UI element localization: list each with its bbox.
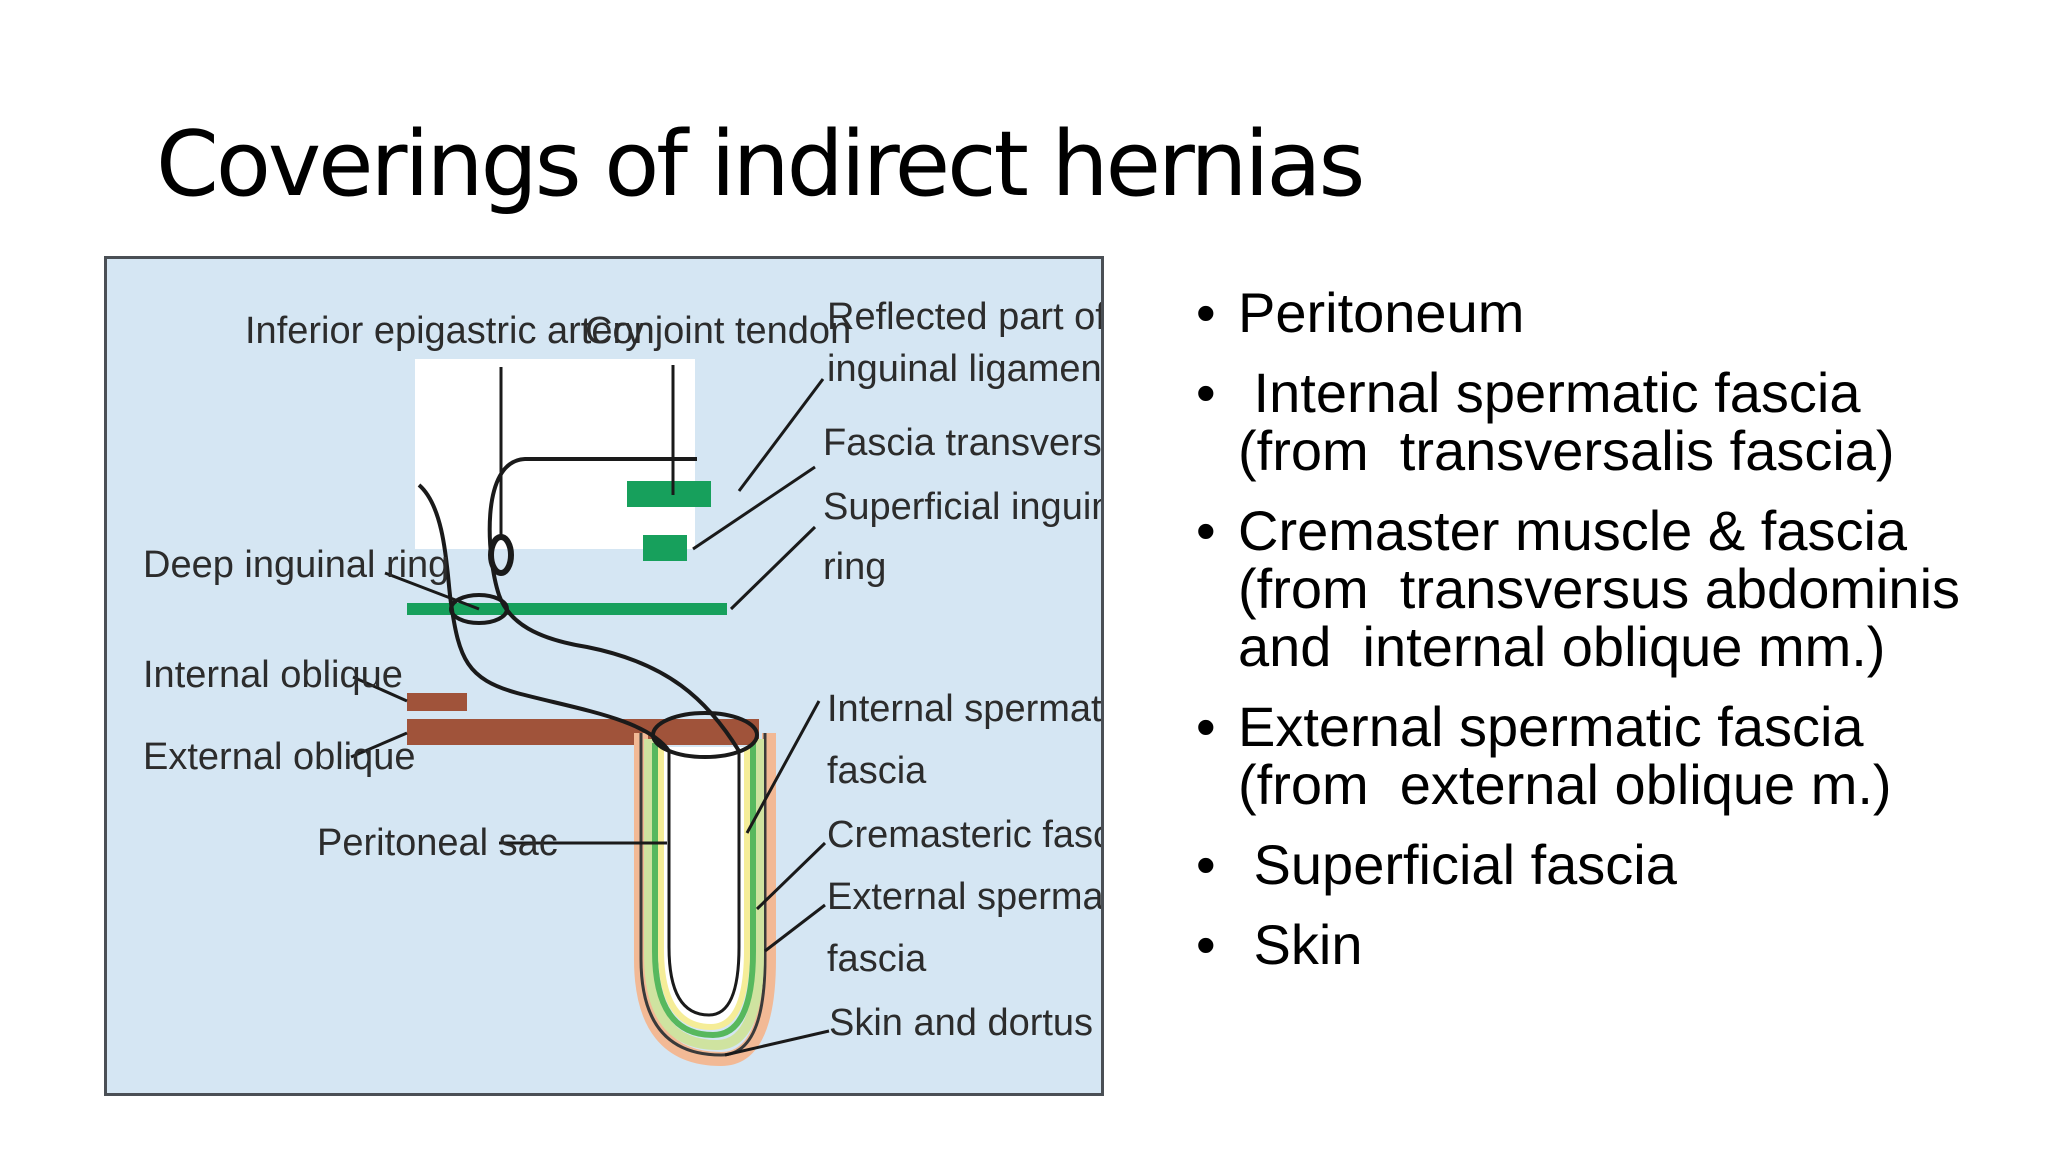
slide-title: Coverings of indirect hernias: [156, 112, 1365, 217]
list-item: • Superficial fascia: [1196, 836, 2016, 894]
list-item-text: External spermatic fascia: [1238, 695, 1864, 758]
list-item-text: Internal spermatic fascia: [1238, 361, 1861, 424]
label-reflected-part-line2: inguinal ligament: [827, 348, 1101, 390]
list-item: • External spermatic fascia (from extern…: [1196, 698, 2016, 814]
label-cremasteric-fascia: Cremasteric fascia: [827, 814, 1101, 856]
label-external-spermatic-line2: fascia: [827, 938, 927, 980]
coverings-list: • Peritoneum • Internal spermatic fascia…: [1196, 284, 2016, 996]
label-reflected-part-line1: Reflected part of: [827, 296, 1101, 338]
diagram-canvas: Inferior epigastric artery Conjoint tend…: [143, 296, 1101, 1067]
label-deep-inguinal-ring: Deep inguinal ring: [143, 544, 449, 586]
label-conjoint-tendon: Conjoint tendon: [585, 310, 851, 352]
cremasteric-layer: [652, 743, 756, 1039]
label-superficial-ring-line1: Superficial inguinal: [823, 486, 1101, 528]
internal-oblique-layer: [407, 693, 467, 711]
bullet-marker: •: [1196, 499, 1216, 562]
external-oblique-layer: [407, 719, 759, 745]
superficial-inguinal-ring: [651, 711, 759, 759]
label-internal-spermatic-line2: fascia: [827, 750, 927, 792]
bullet-marker: •: [1196, 281, 1216, 344]
peritoneal-sac-outline: [667, 751, 741, 1017]
abdominal-cavity-region: [415, 359, 695, 549]
list-item-origin: (from external oblique m.): [1238, 753, 1892, 816]
sac-inner-line: [487, 457, 741, 753]
skin-outline: [639, 733, 767, 1057]
bullet-marker: •: [1196, 833, 1216, 896]
list-item-text: Peritoneum: [1238, 281, 1525, 344]
conjoint-tendon-layer: [627, 481, 711, 507]
bullet-marker: •: [1196, 361, 1216, 424]
label-internal-oblique: Internal oblique: [143, 654, 403, 696]
deep-inguinal-ring: [449, 593, 509, 625]
label-internal-spermatic-line1: Internal spermatic: [827, 688, 1101, 730]
reflected-ligament-layer: [643, 535, 687, 561]
label-fascia-transversalis: Fascia transversalis: [823, 422, 1101, 464]
list-item: • Skin: [1196, 916, 2016, 974]
label-skin-and-dartos: Skin and dortus: [829, 1002, 1093, 1044]
sac-outer-line: [417, 483, 671, 753]
bullet-marker: •: [1196, 913, 1216, 976]
label-peritoneal-sac: Peritoneal sac: [317, 822, 558, 864]
bullet-marker: •: [1196, 695, 1216, 758]
list-item-origin-cont: and internal oblique mm.): [1238, 615, 1886, 678]
fascia-transversalis-layer: [407, 603, 727, 615]
list-item-origin: (from transversalis fascia): [1238, 419, 1895, 482]
leader-lines: [350, 365, 830, 1057]
label-external-oblique: External oblique: [143, 736, 416, 778]
hernia-coverings-diagram: Inferior epigastric artery Conjoint tend…: [104, 256, 1104, 1096]
list-item-origin: (from transversus abdominis: [1238, 557, 1961, 620]
list-item-text: Superficial fascia: [1238, 833, 1677, 896]
list-item-text: Cremaster muscle & fascia: [1238, 499, 1908, 562]
label-inferior-epigastric-artery: Inferior epigastric artery: [245, 310, 644, 352]
list-item-text: Skin: [1238, 913, 1363, 976]
label-external-spermatic-line1: External spermatic: [827, 876, 1101, 918]
external-spermatic-layer: [644, 739, 764, 1051]
label-superficial-ring-line2: ring: [823, 546, 886, 588]
list-item: • Cremaster muscle & fascia (from transv…: [1196, 502, 2016, 676]
list-item: • Peritoneum: [1196, 284, 2016, 342]
list-item: • Internal spermatic fascia (from transv…: [1196, 364, 2016, 480]
